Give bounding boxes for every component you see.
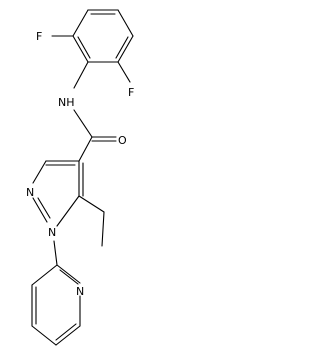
- bond-n1-pyridine: [53, 240, 58, 266]
- bond: [32, 160, 47, 184]
- amide-nh-label: NH: [58, 96, 75, 109]
- fluorine-right-label: F: [128, 86, 134, 99]
- bond: [31, 325, 57, 346]
- bond-carbonyl-pyrazole: [78, 136, 93, 162]
- bond: [72, 35, 89, 63]
- fluorine-top-label: F: [36, 30, 42, 43]
- bond: [59, 269, 79, 285]
- bond: [55, 325, 81, 346]
- bond: [117, 9, 134, 37]
- bond: [31, 264, 58, 286]
- bond-nh-carbonyl: [73, 109, 93, 138]
- bond-c-f-right: [117, 61, 131, 83]
- bond-ethyl-1: [78, 195, 105, 213]
- difluorophenyl-ring: [72, 9, 134, 63]
- bond: [56, 264, 81, 284]
- aromatic-bond: [77, 36, 91, 59]
- bond: [37, 197, 51, 219]
- chemical-structure: F F NH O N N N: [26, 9, 134, 346]
- bond: [32, 197, 48, 223]
- pyrazole-ring: [32, 160, 84, 227]
- pyridine-n-label: N: [76, 285, 84, 298]
- structure-canvas: F F NH O N N N: [0, 0, 148, 361]
- bond: [56, 195, 80, 227]
- bond-ethyl-2: [101, 211, 105, 247]
- pyrazole-n2-label: N: [26, 186, 34, 199]
- aromatic-bond: [115, 36, 129, 59]
- bond: [117, 35, 134, 63]
- bond: [72, 9, 89, 37]
- pyrazole-n1-label: N: [48, 226, 56, 239]
- bond: [55, 323, 77, 341]
- bond-c-nh: [73, 61, 89, 89]
- oxygen-label: O: [118, 134, 127, 147]
- pyridine-ring: [31, 264, 81, 346]
